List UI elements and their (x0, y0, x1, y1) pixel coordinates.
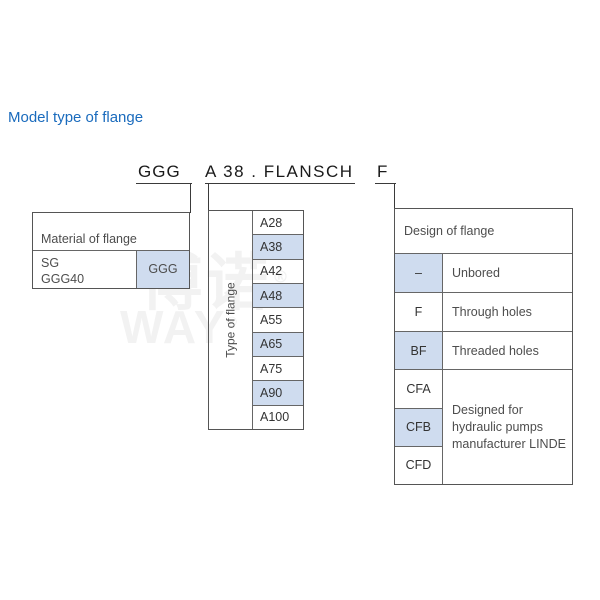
type-row: A90 (253, 381, 303, 406)
code-underline-material (136, 183, 192, 184)
type-row: A38 (253, 235, 303, 260)
type-row: A100 (260, 410, 290, 425)
page-title: Model type of flange (8, 109, 144, 126)
code-underline-type (205, 183, 355, 184)
code-underline-design (375, 183, 396, 184)
material-panel-header: Material of flange (33, 213, 189, 251)
type-row: A75 (253, 357, 303, 382)
type-row: A42 (253, 260, 303, 284)
leader-line-material (190, 183, 191, 213)
code-label-material: GGG (138, 162, 181, 181)
design-row: –Unbored (395, 254, 572, 293)
type-row: A28 (253, 211, 303, 236)
design-code-cell: BF (395, 331, 443, 370)
type-row: A55 (253, 308, 303, 333)
design-code-cell: F (395, 292, 443, 331)
design-code-cell: CFA (395, 370, 442, 409)
material-code-cell: GGG (137, 251, 189, 288)
design-row: F Through holes (395, 292, 572, 332)
design-code-cell: – (395, 254, 443, 292)
design-description-cell: Through holes (452, 304, 532, 319)
design-code-cell: CFB (395, 408, 442, 447)
type-row: A48 (253, 283, 303, 309)
design-group-description: Designed for hydraulic pumps manufacture… (452, 402, 566, 451)
code-label-design: F (377, 162, 388, 181)
leader-line-type (208, 183, 209, 210)
material-value-row: SG GGG40 GGG (33, 251, 189, 288)
design-description-cell: Threaded holes (452, 343, 539, 358)
material-of-flange-panel: Material of flange SG GGG40 GGG (32, 212, 190, 289)
material-name-cell: SG GGG40 (33, 251, 137, 288)
code-label-type: A 38 . FLANSCH (205, 162, 354, 181)
design-panel-header: Design of flange (395, 209, 572, 254)
type-axis-label: Type of flange (209, 211, 253, 429)
design-code-cell: CFD (405, 458, 432, 473)
type-axis-label-text: Type of flange (223, 282, 238, 358)
type-row: A65 (253, 332, 303, 357)
leader-line-design (394, 183, 395, 209)
design-row: BF Threaded holes (395, 331, 572, 371)
design-description-cell: Unbored (452, 265, 500, 280)
